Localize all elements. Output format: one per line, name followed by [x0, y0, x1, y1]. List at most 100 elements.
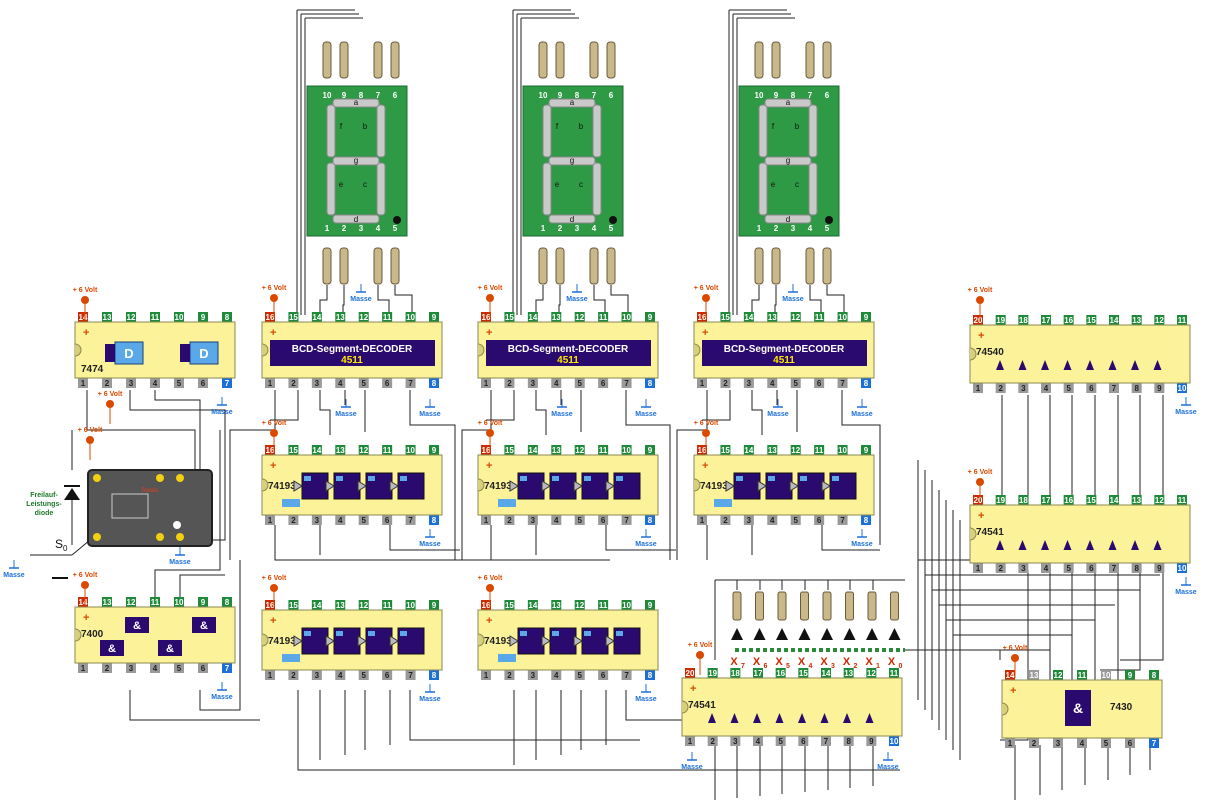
pin-bottom [1063, 382, 1074, 393]
input-label: X [753, 656, 761, 668]
pin-top [551, 600, 562, 611]
pin-top [335, 445, 346, 456]
segment-f [758, 104, 768, 158]
pin-number: 2 [105, 664, 110, 673]
pin-bottom [1109, 382, 1119, 393]
vcc-label: + 6 Volt [478, 285, 503, 292]
counter-stage-input [336, 476, 343, 481]
pin-top [481, 445, 491, 456]
pin-number: 12 [1054, 671, 1063, 680]
decoder-part: 4511 [773, 355, 795, 366]
pin-number: 20 [974, 496, 983, 505]
pin-top [837, 445, 848, 456]
pin-number: 13 [336, 313, 345, 322]
pin-bottom [382, 514, 393, 525]
chip-notch [969, 347, 977, 361]
pin-bottom [150, 662, 160, 673]
input-subscript: 1 [876, 663, 880, 670]
pin-number: 14 [1110, 496, 1119, 505]
pin-number: 3 [733, 737, 738, 746]
pin-top [265, 312, 275, 323]
pin-number: 15 [721, 446, 730, 455]
pin-bottom [767, 377, 778, 388]
pin-number: 2 [507, 671, 512, 680]
pin-top [1154, 315, 1165, 326]
pin-bottom [265, 377, 275, 388]
pin-top [126, 597, 136, 608]
buffer-gate [775, 713, 784, 723]
display-pin-number: 3 [359, 224, 364, 233]
pin-bottom [1086, 562, 1097, 573]
segment-f [326, 104, 336, 158]
pin-bottom [685, 735, 695, 746]
pin-number: 1 [976, 564, 981, 573]
pin-top [574, 445, 585, 456]
pin-number: 2 [507, 379, 512, 388]
pin-top [405, 312, 416, 323]
chip-name: 7430 [1110, 702, 1133, 713]
pin-number: 2 [723, 516, 728, 525]
pin-number: 20 [686, 669, 695, 678]
ground-label: Masse [767, 411, 789, 418]
vcc-label: + 6 Volt [968, 469, 993, 476]
pin-top [1063, 315, 1074, 326]
pin-number: 11 [383, 601, 392, 610]
pin-bottom [311, 514, 322, 525]
vcc-dec2: + 6 Volt [478, 285, 503, 318]
pin-bottom [574, 377, 585, 388]
pin-top [504, 600, 515, 611]
ground-dec1-a: Masse [335, 399, 357, 418]
counter-stage-input [400, 631, 407, 636]
pin-number: 7 [624, 671, 629, 680]
chip-body [969, 504, 1191, 564]
pin-number: 17 [1042, 316, 1051, 325]
pin-bottom [621, 377, 632, 388]
pin-top [222, 597, 232, 608]
pin-number: 1 [1008, 739, 1013, 748]
chip-notch [681, 700, 689, 714]
vcc-label: + 6 Volt [98, 391, 123, 398]
counter-stage-input [736, 476, 743, 481]
counter-stage-input [584, 476, 591, 481]
pin-number: 11 [890, 669, 899, 678]
pin-number: 9 [1157, 384, 1162, 393]
segment-a [548, 98, 596, 108]
pin-number: 2 [507, 516, 512, 525]
pin-number: 6 [817, 379, 822, 388]
pin-bottom [1018, 562, 1029, 573]
pin-bottom [405, 669, 416, 680]
pin-number: 9 [648, 313, 653, 322]
pin-bottom [504, 514, 515, 525]
decoder-part: 4511 [557, 355, 579, 366]
display-pin-number: 10 [755, 91, 764, 100]
ground-label: Masse [419, 541, 441, 548]
plus-sign: + [690, 683, 696, 695]
pin-top [861, 445, 871, 456]
pin-number: 9 [432, 601, 437, 610]
pin-top [1041, 315, 1051, 326]
segment-b [376, 104, 386, 158]
nand-gate [100, 640, 124, 656]
chip-notch [261, 343, 269, 357]
pin-top [504, 312, 515, 323]
pin-top [1018, 315, 1029, 326]
plus-sign: + [978, 510, 984, 522]
pin-number: 19 [708, 669, 717, 678]
pin-bottom [504, 377, 515, 388]
chip-notch [74, 628, 82, 642]
segment-label: c [795, 180, 799, 189]
pin-number: 10 [406, 313, 415, 322]
buffer-gate [1041, 360, 1049, 370]
pin-bottom [621, 669, 632, 680]
pin-bottom [767, 514, 778, 525]
pin-number: 11 [1178, 316, 1187, 325]
pin-top [1101, 670, 1111, 681]
pin-top [311, 445, 322, 456]
segment-g [332, 156, 380, 166]
pin-bottom [598, 514, 609, 525]
relay-pin [156, 474, 164, 482]
